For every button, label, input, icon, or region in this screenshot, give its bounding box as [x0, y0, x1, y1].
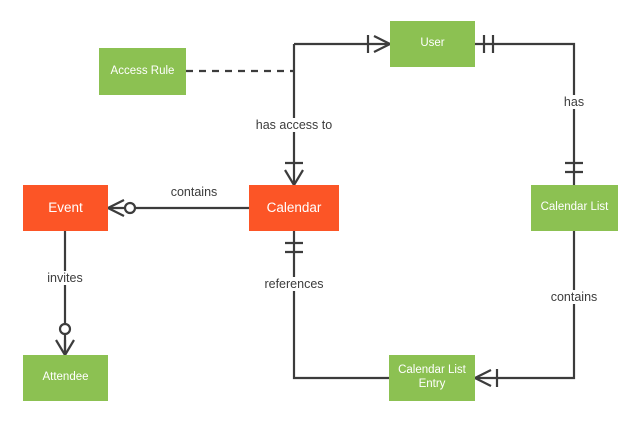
- cardinality-listentry-one-or-many: [474, 369, 499, 387]
- entity-label-attendee: Attendee: [42, 371, 89, 384]
- cardinality-user-one-or-many: [366, 35, 391, 53]
- entity-label-user: User: [420, 37, 445, 50]
- cardinality-calendar-one-or-many: [284, 161, 304, 186]
- edge-user-calendarlist: [475, 42, 576, 185]
- cardinality-attendee-zero-or-many: [55, 322, 75, 356]
- cardinality-event-zero-or-many: [107, 199, 137, 217]
- entity-calendar[interactable]: Calendar: [249, 185, 339, 231]
- edge-calendar-listentry: [292, 231, 389, 380]
- cardinality-calendar-one-only: [285, 241, 303, 254]
- entity-label-access-rule: Access Rule: [110, 64, 175, 77]
- entity-label-calendar-list: Calendar List: [540, 201, 609, 214]
- cardinality-user-one-only: [482, 35, 495, 53]
- edge-label-has-access-to: has access to: [252, 118, 336, 132]
- entity-access-rule[interactable]: Access Rule: [99, 48, 186, 95]
- edge-label-contains-list-entry: contains: [547, 290, 601, 304]
- entity-calendar-list[interactable]: Calendar List: [531, 185, 618, 231]
- entity-attendee[interactable]: Attendee: [23, 355, 108, 401]
- entity-label-calendar-list-entry: Calendar List Entry: [398, 364, 466, 390]
- edge-label-references: references: [261, 277, 327, 291]
- cardinality-calendarlist-one-only: [565, 161, 583, 174]
- edge-label-invites: invites: [44, 271, 86, 285]
- entity-calendar-list-entry[interactable]: Calendar List Entry: [389, 355, 475, 401]
- edge-label-has: has: [560, 95, 588, 109]
- edge-calendarlist-listentry: [475, 231, 576, 380]
- entity-label-event: Event: [48, 200, 83, 216]
- entity-label-calendar: Calendar: [266, 200, 322, 216]
- edge-label-contains-event-calendar: contains: [167, 185, 221, 199]
- entity-user[interactable]: User: [390, 21, 475, 67]
- entity-event[interactable]: Event: [23, 185, 108, 231]
